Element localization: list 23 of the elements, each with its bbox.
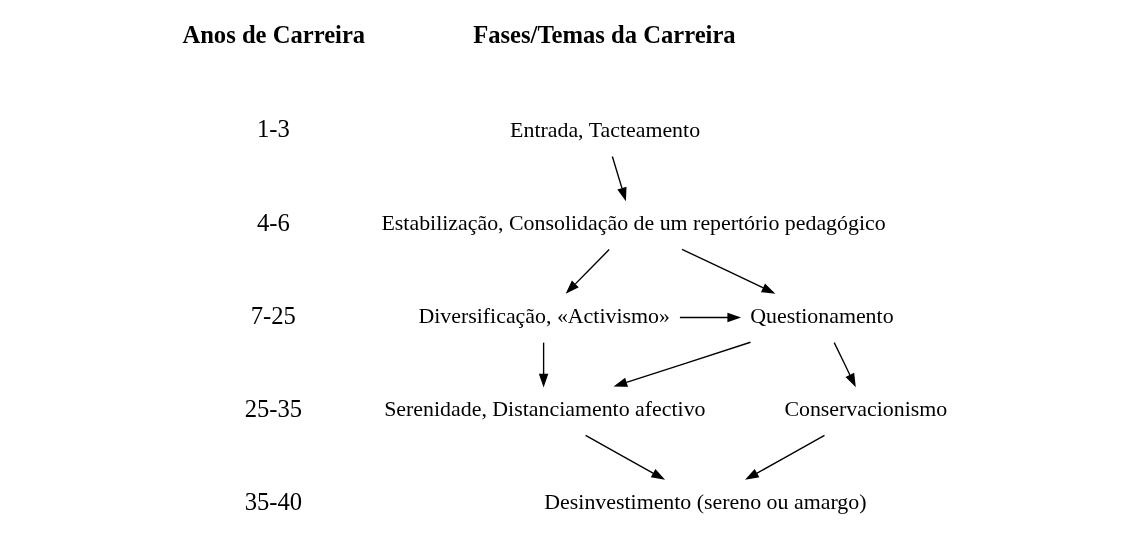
label: 35-40: [244, 487, 302, 515]
arrow: [833, 341, 856, 388]
node-text: Desinvestimento (sereno ou amargo): [543, 488, 866, 514]
arrow: [565, 248, 610, 294]
node-text: Questionamento: [749, 302, 894, 328]
arrow: [613, 341, 751, 387]
label: 25-35: [244, 394, 302, 422]
node-text: Estabilização, Consolidação de um repertório pedagógico: [380, 209, 886, 235]
arrow: [678, 312, 741, 323]
label: Anos de Carreira: [181, 21, 365, 49]
label: 7-25: [250, 301, 296, 329]
node-text: Conservacionismo: [783, 395, 947, 421]
node-text: Entrada, Tacteamento: [509, 116, 700, 142]
arrow: [744, 434, 825, 480]
node-text: Serenidade, Distanciamento afectivo: [383, 395, 706, 421]
node-text: Diversificação, «Activismo»: [417, 302, 670, 328]
label: 1-3: [256, 115, 290, 143]
arrow: [680, 248, 775, 294]
arrow: [611, 155, 626, 202]
label: 4-6: [256, 208, 290, 236]
arrow: [538, 341, 548, 388]
arrow: [584, 434, 665, 480]
label: Fases/Temas da Carreira: [472, 21, 736, 49]
